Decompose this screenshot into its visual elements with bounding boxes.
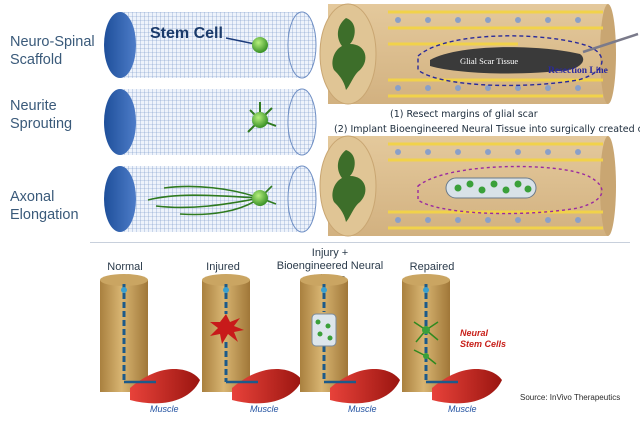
muscle-label-normal: Muscle [150, 404, 179, 414]
muscle-label-repaired: Muscle [448, 404, 477, 414]
muscle-label-bioengineered: Muscle [348, 404, 377, 414]
axonal-elongation-label: Axonal Elongation [10, 189, 79, 223]
segment-bioengineered [300, 274, 400, 404]
column-title-repaired: Repaired [409, 261, 455, 273]
segment-repaired [402, 274, 502, 404]
neurite-sprouting-label: Neurite Sprouting [10, 98, 73, 132]
scaffold-illustrations [104, 11, 317, 233]
spinal-cord-top [319, 3, 639, 105]
scaffold-cylinder-3 [104, 165, 317, 233]
scaffold-cylinder-2 [104, 88, 317, 156]
segment-injured [202, 274, 302, 404]
spinal-cord-procedure [319, 3, 639, 237]
resection-line-label: Resection Line [548, 66, 608, 76]
axonal-elongation-cell [147, 185, 277, 216]
scaffold-cylinder-1 [104, 11, 317, 79]
stem-cell-label: Stem Cell [150, 25, 223, 42]
sprouting-cell [247, 102, 277, 133]
segment-normal [100, 274, 200, 404]
neuro-spinal-scaffold-label: Neuro-Spinal Scaffold [10, 34, 95, 68]
section-divider [90, 242, 630, 243]
step-2-caption: (2) Implant Bioengineered Neural Tissue … [334, 124, 640, 135]
column-title-normal: Normal [107, 261, 143, 273]
source-credit: Source: InVivo Therapeutics [520, 393, 621, 402]
muscle-label-injured: Muscle [250, 404, 279, 414]
glial-scar-label: Glial Scar Tissue [460, 56, 519, 66]
spinal-cord-bottom [319, 135, 616, 237]
column-title-injured: Injured [206, 261, 240, 273]
spinal-segment-illustrations [100, 274, 502, 404]
step-1-caption: (1) Resect margins of glial scar [390, 109, 538, 120]
stem-cell [225, 37, 268, 53]
neural-stem-cells-label: Neural Stem Cells [460, 328, 507, 349]
